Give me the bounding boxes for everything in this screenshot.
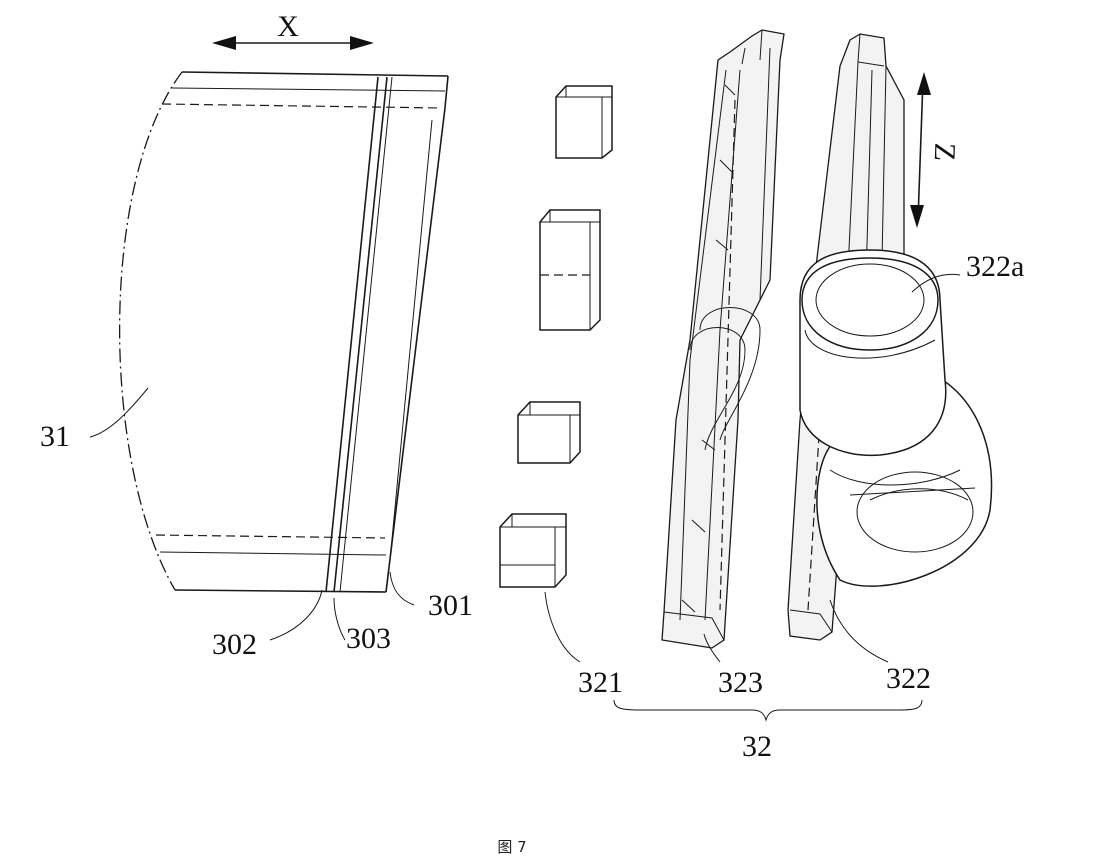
label-322: 322 — [886, 662, 931, 695]
z-direction-arrow — [910, 72, 931, 228]
figure-caption: 图 7 — [497, 838, 526, 856]
label-321: 321 — [578, 666, 623, 699]
z-axis-label: Z — [928, 142, 962, 161]
assembly-brace — [614, 700, 922, 720]
label-302: 302 — [212, 628, 257, 661]
label-32: 32 — [742, 730, 772, 763]
bracket-323 — [662, 30, 784, 648]
blocks-321 — [500, 86, 612, 587]
label-322a: 322a — [966, 250, 1024, 283]
label-301: 301 — [428, 589, 473, 622]
screen-panel-31 — [120, 72, 448, 592]
label-303: 303 — [346, 622, 391, 655]
label-31: 31 — [40, 420, 70, 453]
x-axis-label: X — [277, 10, 299, 43]
label-323: 323 — [718, 666, 763, 699]
post-322a — [800, 250, 992, 586]
